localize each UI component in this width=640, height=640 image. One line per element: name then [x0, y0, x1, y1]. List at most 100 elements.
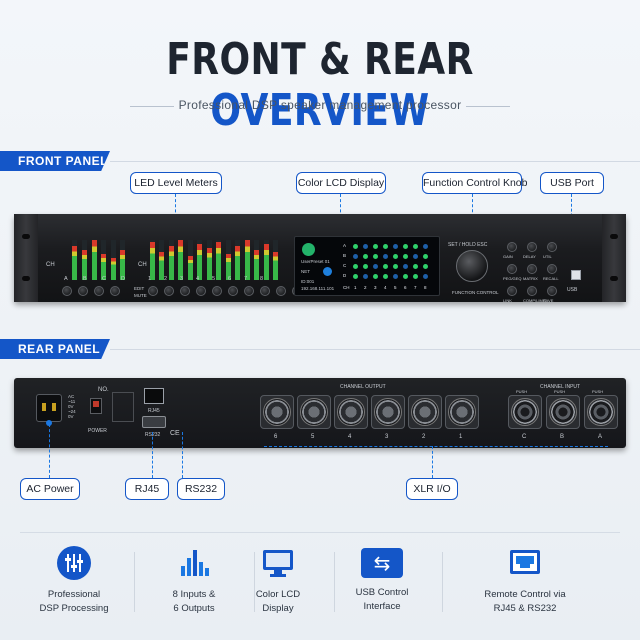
meter-bar — [111, 258, 116, 280]
meter-bar — [264, 244, 269, 280]
power-pin — [42, 403, 46, 411]
usb-label: USB — [567, 287, 578, 293]
lcd-route-dot — [383, 254, 388, 259]
lcd-ch-number: 5 — [394, 285, 397, 290]
usb-port[interactable] — [571, 270, 581, 280]
meter-bar — [188, 256, 193, 280]
feature-dsp-line2: DSP Processing — [39, 603, 109, 614]
channel-button[interactable] — [212, 286, 222, 296]
rack-hole — [22, 276, 30, 281]
power-pin — [52, 403, 56, 411]
level-bars-icon — [177, 546, 211, 580]
function-button-label: SAVE — [543, 298, 554, 303]
leader-rs232 — [182, 432, 183, 478]
channel-button[interactable] — [228, 286, 238, 296]
lcd-row-label: D — [343, 273, 347, 278]
channel-button[interactable] — [148, 286, 158, 296]
rj45-port[interactable] — [144, 388, 164, 404]
xlr-output-jack[interactable] — [263, 398, 291, 426]
xlr-output-jack[interactable] — [300, 398, 328, 426]
ac-power-socket — [36, 394, 62, 422]
function-button[interactable] — [547, 264, 557, 274]
lcd-route-dot — [413, 264, 418, 269]
function-button[interactable] — [507, 264, 517, 274]
function-button[interactable] — [547, 286, 557, 296]
lcd-route-dot — [383, 274, 388, 279]
channel-button[interactable] — [196, 286, 206, 296]
meter-bar — [159, 252, 164, 280]
push-label: PUSH — [516, 389, 528, 394]
rack-hole — [610, 276, 618, 281]
lcd-route-dot — [423, 244, 428, 249]
xlr-output-jack[interactable] — [448, 398, 476, 426]
xlr-output-jack[interactable] — [337, 398, 365, 426]
lcd-route-dot — [403, 244, 408, 249]
lcd-row-label: C — [343, 263, 347, 268]
lcd-ch-number: 8 — [424, 285, 427, 290]
lcd-route-dot — [413, 274, 418, 279]
channel-button[interactable] — [110, 286, 120, 296]
channel-button[interactable] — [180, 286, 190, 296]
lcd-route-dot — [393, 244, 398, 249]
callout-usb: USB Port — [540, 172, 604, 194]
title-part2: OVERVIEW — [210, 85, 430, 136]
lcd-route-dot — [353, 264, 358, 269]
channel-button[interactable] — [62, 286, 72, 296]
function-button[interactable] — [527, 264, 537, 274]
callout-rj45: RJ45 — [125, 478, 169, 500]
channel-button[interactable] — [260, 286, 270, 296]
lcd-route-dot — [383, 264, 388, 269]
rj45-device-label: RJ45 — [148, 408, 160, 414]
feature-separator — [334, 552, 335, 612]
lcd-route-dot — [413, 254, 418, 259]
function-button[interactable] — [547, 242, 557, 252]
function-control-label: FUNCTION CONTROL — [452, 290, 499, 295]
lcd-ch-number: 4 — [384, 285, 387, 290]
lcd-route-dot — [373, 274, 378, 279]
lcd-route-dot — [363, 274, 368, 279]
channel-button[interactable] — [94, 286, 104, 296]
feature-usb-line1: USB Control — [355, 587, 409, 598]
lcd-net: NET — [301, 269, 310, 274]
function-button[interactable] — [507, 242, 517, 252]
label-plate — [112, 392, 134, 422]
lcd-route-dot — [393, 264, 398, 269]
xlr-output-jack[interactable] — [374, 398, 402, 426]
rack-hole — [22, 234, 30, 239]
function-button-label: PEG/GEQ — [503, 276, 522, 281]
xlr-output-jack[interactable] — [411, 398, 439, 426]
front-panel-divider — [110, 161, 640, 162]
xlr-input-jack[interactable] — [549, 398, 577, 426]
leader-xlr — [432, 446, 433, 478]
edit-label: EDIT — [134, 286, 145, 291]
lcd-ch-number: 3 — [374, 285, 377, 290]
channel-button[interactable] — [78, 286, 88, 296]
lcd-route-dot — [413, 244, 418, 249]
function-button[interactable] — [527, 242, 537, 252]
mute-label: MUTE — [134, 293, 147, 298]
meter-bar — [150, 242, 155, 280]
rs232-port[interactable] — [142, 416, 166, 428]
feature-dsp-line1: Professional — [47, 589, 101, 600]
leader-rj45 — [152, 432, 153, 478]
feature-lcd-line2: Display — [262, 603, 294, 614]
xlr-input-jack[interactable] — [587, 398, 615, 426]
function-control-knob[interactable] — [456, 250, 488, 282]
output-label: 6 — [228, 276, 232, 282]
lcd-route-dot — [403, 254, 408, 259]
function-button[interactable] — [507, 286, 517, 296]
channel-button[interactable] — [164, 286, 174, 296]
subtitle-rule-left — [130, 106, 174, 107]
function-button[interactable] — [527, 286, 537, 296]
channel-button[interactable] — [244, 286, 254, 296]
channel-button[interactable] — [276, 286, 286, 296]
xlr-input-label: A — [598, 434, 603, 440]
switch-rocker — [93, 401, 99, 407]
power-switch[interactable] — [90, 398, 102, 414]
xlr-input-label: B — [560, 434, 565, 440]
lcd-row-label: B — [343, 253, 347, 258]
xlr-input-jack[interactable] — [511, 398, 539, 426]
